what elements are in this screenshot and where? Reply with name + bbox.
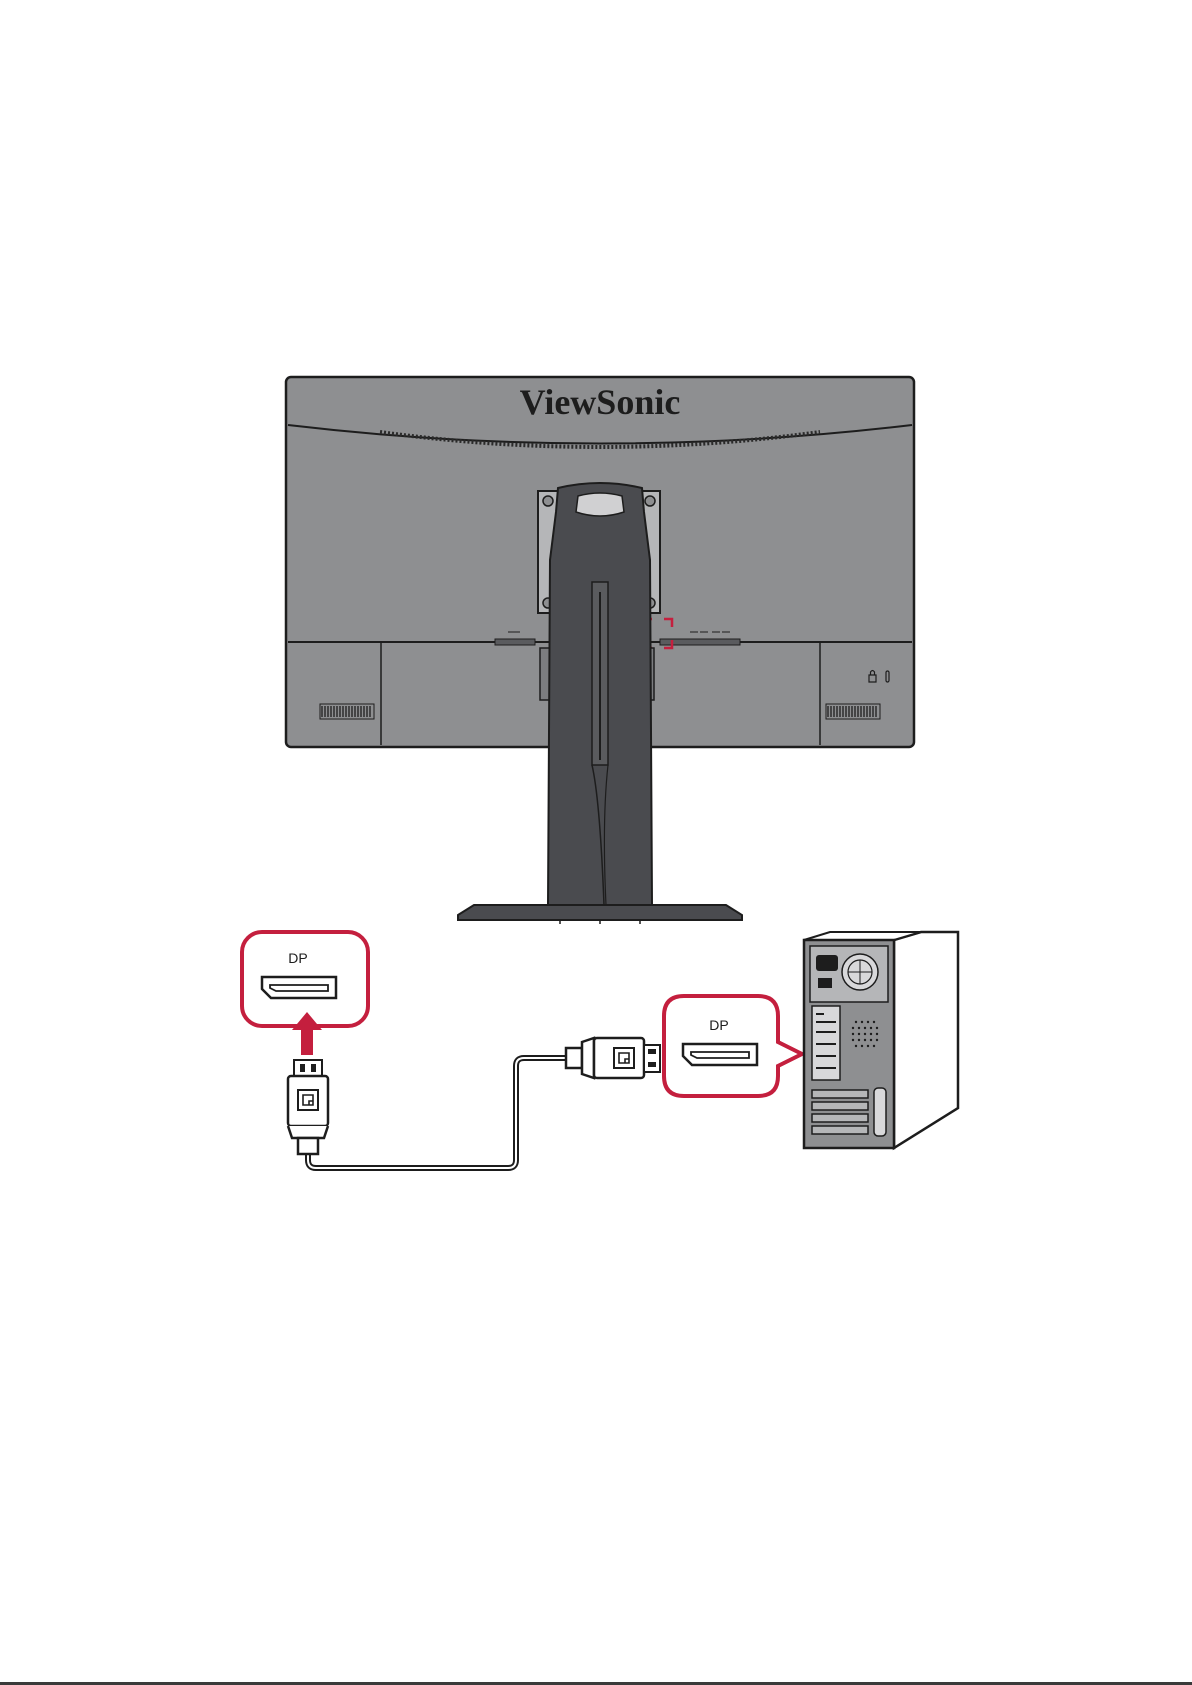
computer-port-callout: DP <box>664 996 802 1096</box>
displayport-plug-computer-icon <box>566 1038 660 1078</box>
displayport-cable <box>308 1058 568 1168</box>
computer-port-label: DP <box>709 1017 728 1033</box>
displayport-plug-icon <box>288 1060 328 1154</box>
displayport-port-icon <box>262 977 336 998</box>
monitor-port-callout: DP <box>242 932 368 1026</box>
displayport-port-icon <box>683 1044 757 1065</box>
monitor-port-label: DP <box>288 950 307 966</box>
computer-tower <box>804 932 958 1148</box>
brand-logo: ViewSonic <box>520 382 681 422</box>
